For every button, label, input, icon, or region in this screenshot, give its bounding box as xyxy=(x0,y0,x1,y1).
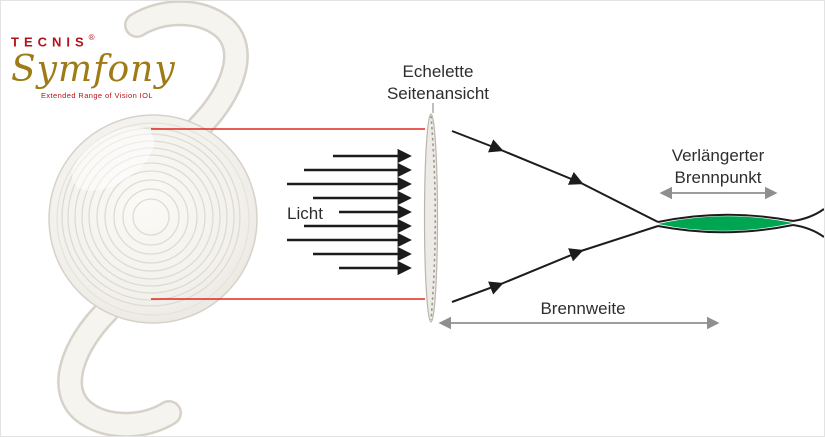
focused-rays xyxy=(451,130,824,303)
ray-exit-upper xyxy=(792,208,824,222)
haptic-arm-bottom xyxy=(57,298,182,436)
brand-text: TECNIS xyxy=(11,34,89,50)
ray-waist-lower xyxy=(657,224,794,234)
echelette-profile xyxy=(423,103,439,323)
iol-illustration xyxy=(48,1,258,436)
optic-edge xyxy=(56,122,250,316)
extended-focus-label-line2: Brennpunkt xyxy=(674,167,762,187)
ray-upper xyxy=(451,130,659,223)
brand-name: TECNIS® xyxy=(11,33,176,51)
haptic-arm-top xyxy=(124,1,249,140)
diffractive-rings xyxy=(61,127,241,307)
extended-focus-label-line1: Verlängerter xyxy=(671,146,765,165)
extended-focus-label: Verlängerter Brennpunkt xyxy=(672,145,765,189)
light-label: Licht xyxy=(287,204,323,223)
echelette-label: Echelette Seitenansicht xyxy=(387,61,489,105)
product-name: Symfony xyxy=(11,49,176,91)
extended-focus-zone xyxy=(658,216,793,231)
light-arrows xyxy=(287,148,412,276)
ray-waist-upper xyxy=(657,213,794,223)
tecnis-symfony-logo: TECNIS® Symfony Extended Range of Vision… xyxy=(11,33,176,100)
ray-lower xyxy=(451,225,659,303)
logo-tagline: Extended Range of Vision IOL xyxy=(41,91,153,101)
registered-mark: ® xyxy=(88,33,95,42)
echelette-label-line1: Echelette xyxy=(402,62,474,81)
focal-length-label: Brennweite xyxy=(540,299,626,318)
ray-exit-lower xyxy=(792,224,824,238)
optic-highlight xyxy=(71,127,155,191)
echelette-label-line2: Seitenansicht xyxy=(386,83,490,103)
